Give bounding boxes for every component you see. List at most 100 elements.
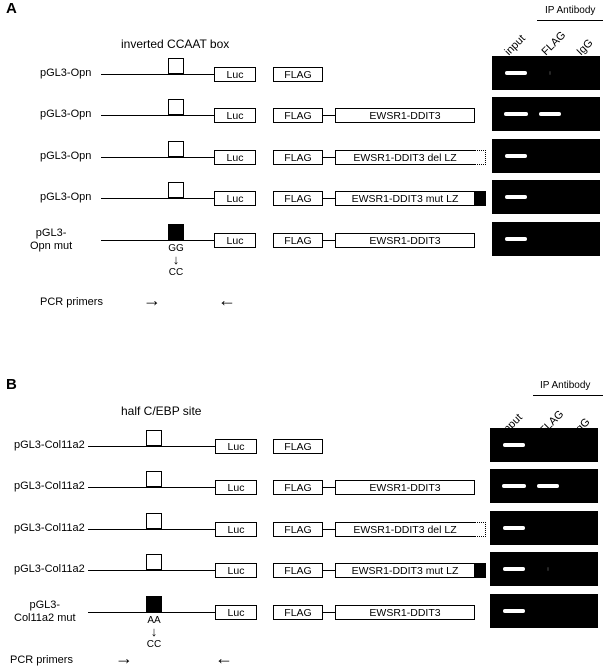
- ip-antibody-title: IP Antibody: [545, 5, 596, 16]
- lane-header-input: input: [502, 32, 528, 58]
- gel-band: [505, 195, 527, 199]
- mutated-site-box: [168, 224, 184, 240]
- gel-band: [503, 443, 525, 447]
- luc-box: Luc: [214, 108, 256, 123]
- deleted-lz-domain: [474, 522, 486, 537]
- binding-site-box: [168, 141, 184, 157]
- fusion-protein-box: EWSR1-DDIT3: [335, 605, 475, 620]
- reverse-primer-arrow: ←: [218, 290, 236, 310]
- forward-primer-arrow: →: [143, 290, 161, 310]
- binding-site-box: [146, 430, 162, 446]
- fusion-protein-box: EWSR1-DDIT3: [335, 108, 475, 123]
- fusion-protein-box: EWSR1-DDIT3 del LZ: [335, 522, 475, 537]
- promoter-line: [88, 529, 215, 530]
- lane-header-flag: FLAG: [539, 29, 569, 58]
- construct-label: pGL3-Col11a2: [14, 522, 85, 534]
- gel-band: [537, 484, 559, 488]
- gel-band: [547, 567, 549, 571]
- gel-band: [505, 237, 527, 241]
- gel-image: [490, 594, 598, 628]
- flag-box: FLAG: [273, 563, 323, 578]
- luc-box: Luc: [215, 439, 257, 454]
- gel-band: [505, 71, 527, 75]
- panel-a: A inverted CCAAT box IP Antibody input F…: [0, 0, 606, 330]
- gel-band: [549, 71, 551, 75]
- panel-b: B half C/EBP site IP Antibody input FLAG…: [0, 372, 606, 672]
- construct-label: pGL3-Col11a2: [14, 439, 85, 451]
- flag-box: FLAG: [273, 480, 323, 495]
- mutation-arrow: ↓: [172, 252, 180, 267]
- luc-box: Luc: [215, 522, 257, 537]
- deleted-lz-domain: [474, 150, 486, 165]
- luc-box: Luc: [215, 480, 257, 495]
- ip-antibody-title: IP Antibody: [540, 380, 591, 391]
- gel-band: [502, 484, 526, 488]
- fusion-protein-box: EWSR1-DDIT3 mut LZ: [335, 191, 475, 206]
- gel-band: [505, 154, 527, 158]
- flag-box: FLAG: [273, 233, 323, 248]
- flag-box: FLAG: [273, 439, 323, 454]
- promoter-line: [88, 612, 215, 613]
- pcr-primers-label: PCR primers: [10, 654, 73, 666]
- promoter-line: [101, 115, 214, 116]
- construct-label: pGL3-Col11a2: [14, 563, 85, 575]
- mutated-lz-domain: [474, 563, 486, 578]
- gel-image: [490, 469, 598, 503]
- binding-site-box: [168, 99, 184, 115]
- gel-image: [492, 97, 600, 131]
- promoter-line: [101, 157, 214, 158]
- fusion-protein-box: EWSR1-DDIT3: [335, 233, 475, 248]
- gel-image: [490, 428, 598, 462]
- binding-site-box: [146, 513, 162, 529]
- fusion-connector: [323, 570, 335, 571]
- promoter-line: [101, 198, 214, 199]
- promoter-line: [88, 570, 215, 571]
- binding-site-box: [146, 554, 162, 570]
- mutation-arrow: ↓: [150, 624, 158, 639]
- original-bases: AA: [147, 615, 161, 626]
- construct-row: pGL3-Opn Luc FLAG: [0, 0, 606, 90]
- construct-label: pGL3-Opn: [40, 150, 92, 162]
- luc-box: Luc: [214, 67, 256, 82]
- fusion-connector: [323, 198, 335, 199]
- construct-label: pGL3-Opn: [40, 67, 92, 79]
- flag-box: FLAG: [273, 150, 323, 165]
- gel-image: [492, 139, 600, 173]
- reverse-primer-arrow: ←: [215, 648, 233, 668]
- fusion-connector: [323, 115, 335, 116]
- promoter-line: [101, 74, 214, 75]
- fusion-protein-box: EWSR1-DDIT3: [335, 480, 475, 495]
- flag-box: FLAG: [273, 108, 323, 123]
- gel-image: [492, 56, 600, 90]
- gel-band: [503, 609, 525, 613]
- gel-image: [490, 511, 598, 545]
- binding-site-box: [168, 58, 184, 74]
- flag-box: FLAG: [273, 191, 323, 206]
- construct-label: pGL3- Col11a2 mut: [14, 599, 76, 624]
- gel-image: [492, 222, 600, 256]
- fusion-connector: [323, 157, 335, 158]
- fusion-protein-box: EWSR1-DDIT3 del LZ: [335, 150, 475, 165]
- gel-band: [503, 526, 525, 530]
- gel-band: [504, 112, 528, 116]
- promoter-line: [88, 446, 215, 447]
- site-title: half C/EBP site: [121, 404, 202, 418]
- gel-band: [539, 112, 561, 116]
- pcr-primers-label: PCR primers: [40, 296, 103, 308]
- promoter-line: [101, 240, 214, 241]
- forward-primer-arrow: →: [115, 648, 133, 668]
- panel-label: A: [6, 0, 17, 17]
- site-title: inverted CCAAT box: [121, 37, 230, 51]
- original-bases: GG: [168, 243, 184, 254]
- gel-image: [490, 552, 598, 586]
- lane-header-igg: IgG: [574, 36, 596, 58]
- luc-box: Luc: [215, 605, 257, 620]
- luc-box: Luc: [214, 233, 256, 248]
